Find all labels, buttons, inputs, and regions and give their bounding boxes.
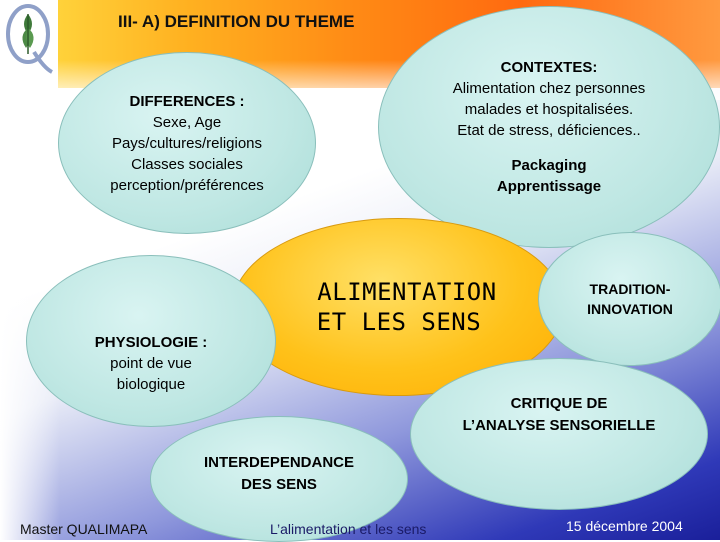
footer-left: Master QUALIMAPA [20,521,148,537]
differences-line: Sexe, Age [152,113,222,131]
physiologie-bubble: PHYSIOLOGIE : point de vue biologique [26,255,276,427]
interdependance-line2: DES SENS [241,476,317,493]
center-title-line2: ET LES SENS [316,308,482,336]
critique-bubble: CRITIQUE DE L’ANALYSE SENSORIELLE [410,358,708,510]
tradition-line2: INNOVATION [587,301,673,317]
critique-line1: CRITIQUE DE [510,395,608,412]
critique-line2: L’ANALYSE SENSORIELLE [462,417,656,434]
footer-right: 15 décembre 2004 [566,518,683,534]
differences-bubble: DIFFERENCES : Sexe, Age Pays/cultures/re… [58,52,316,234]
physiologie-heading: PHYSIOLOGIE : [94,333,208,351]
interdependance-bubble: INTERDEPENDANCE DES SENS [150,416,408,542]
contextes-apprentissage: Apprentissage [496,178,602,195]
qualimapa-logo [6,4,53,74]
slide-title: III- A) DEFINITION DU THEME [118,12,355,31]
tradition-bubble: TRADITION- INNOVATION [538,232,720,366]
tradition-line1: TRADITION- [589,281,671,297]
footer-center: L’alimentation et les sens [270,521,427,537]
center-title-line1: ALIMENTATION [317,278,497,306]
differences-line: Pays/cultures/religions [111,134,263,152]
differences-line: perception/préférences [110,176,264,194]
contextes-line: Etat de stress, déficiences.. [457,122,641,139]
differences-heading: DIFFERENCES : [129,92,245,110]
interdependance-line1: INTERDEPENDANCE [203,454,354,471]
contextes-line: Alimentation chez personnes [452,80,646,97]
differences-line: Classes sociales [131,155,243,173]
physiologie-line: point de vue [110,354,192,372]
contextes-line: malades et hospitalisées. [464,101,634,118]
contextes-packaging: Packaging [511,157,587,174]
center-bubble: ALIMENTATION ET LES SENS [232,218,564,396]
physiologie-line: biologique [116,375,186,393]
contextes-heading: CONTEXTES: [500,59,598,76]
contextes-bubble: CONTEXTES: Alimentation chez personnes m… [378,6,720,248]
